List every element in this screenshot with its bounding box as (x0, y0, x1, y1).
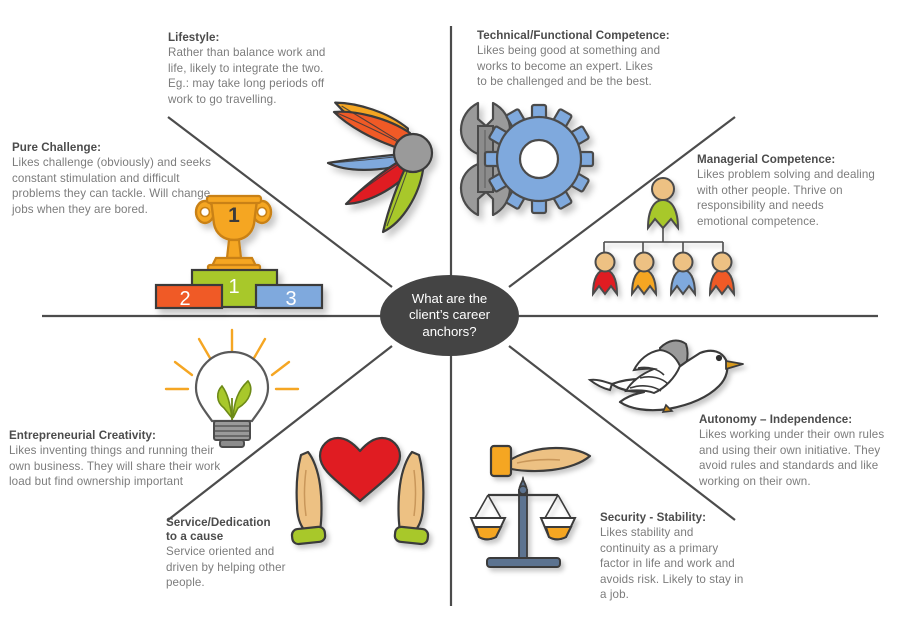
anchor-body-managerial-competence: Likes problem solving and dealing with o… (697, 168, 875, 228)
anchor-body-security-stability: Likes stability and continuity as a prim… (600, 526, 744, 602)
anchor-body-lifestyle: Rather than balance work and life, likel… (168, 46, 326, 106)
anchor-block-pure-challenge: Pure Challenge: Likes challenge (obvious… (12, 140, 242, 217)
divider-diagonal-sw (167, 345, 393, 521)
anchor-title-entrepreneurial-creativity: Entrepreneurial Creativity: (9, 429, 156, 442)
anchor-body-autonomy-independence: Likes working under their own rules and … (699, 428, 885, 488)
anchor-block-security-stability: Security - Stability: Likes stability an… (600, 510, 750, 602)
anchor-title-security-stability: Security - Stability: (600, 511, 707, 524)
anchor-title-technical-functional-competence: Technical/Functional Competence: (477, 29, 670, 42)
anchor-title-autonomy-independence: Autonomy – Independence: (699, 413, 853, 426)
anchor-body-pure-challenge: Likes challenge (obviously) and seeks co… (12, 156, 211, 216)
divider-diagonal-nw (167, 116, 393, 288)
anchor-title-lifestyle: Lifestyle: (168, 31, 220, 44)
anchor-body-entrepreneurial-creativity: Likes inventing things and running their… (9, 444, 221, 489)
divider-diagonal-ne (508, 116, 736, 288)
anchor-body-service-dedication: Service oriented and driven by helping o… (166, 545, 286, 590)
anchor-block-autonomy-independence: Autonomy – Independence: Likes working u… (699, 412, 899, 489)
anchor-block-service-dedication: Service/Dedication to a cause Service or… (166, 516, 316, 591)
anchor-title-pure-challenge: Pure Challenge: (12, 141, 102, 154)
anchor-block-technical-functional-competence: Technical/Functional Competence: Likes b… (477, 28, 687, 90)
divider-diagonal-se (508, 345, 736, 521)
center-question-label: What are the client’s career anchors? (408, 290, 491, 339)
anchor-title-service-dedication: Service/Dedication to a cause (166, 516, 271, 544)
center-question-ellipse: What are the client’s career anchors? (380, 275, 519, 356)
anchor-block-lifestyle: Lifestyle: Rather than balance work and … (168, 30, 363, 107)
anchor-block-entrepreneurial-creativity: Entrepreneurial Creativity: Likes invent… (9, 428, 247, 490)
anchor-title-managerial-competence: Managerial Competence: (697, 153, 836, 166)
anchor-block-managerial-competence: Managerial Competence: Likes problem sol… (697, 152, 897, 229)
anchor-body-technical-functional-competence: Likes being good at something and works … (477, 44, 661, 89)
